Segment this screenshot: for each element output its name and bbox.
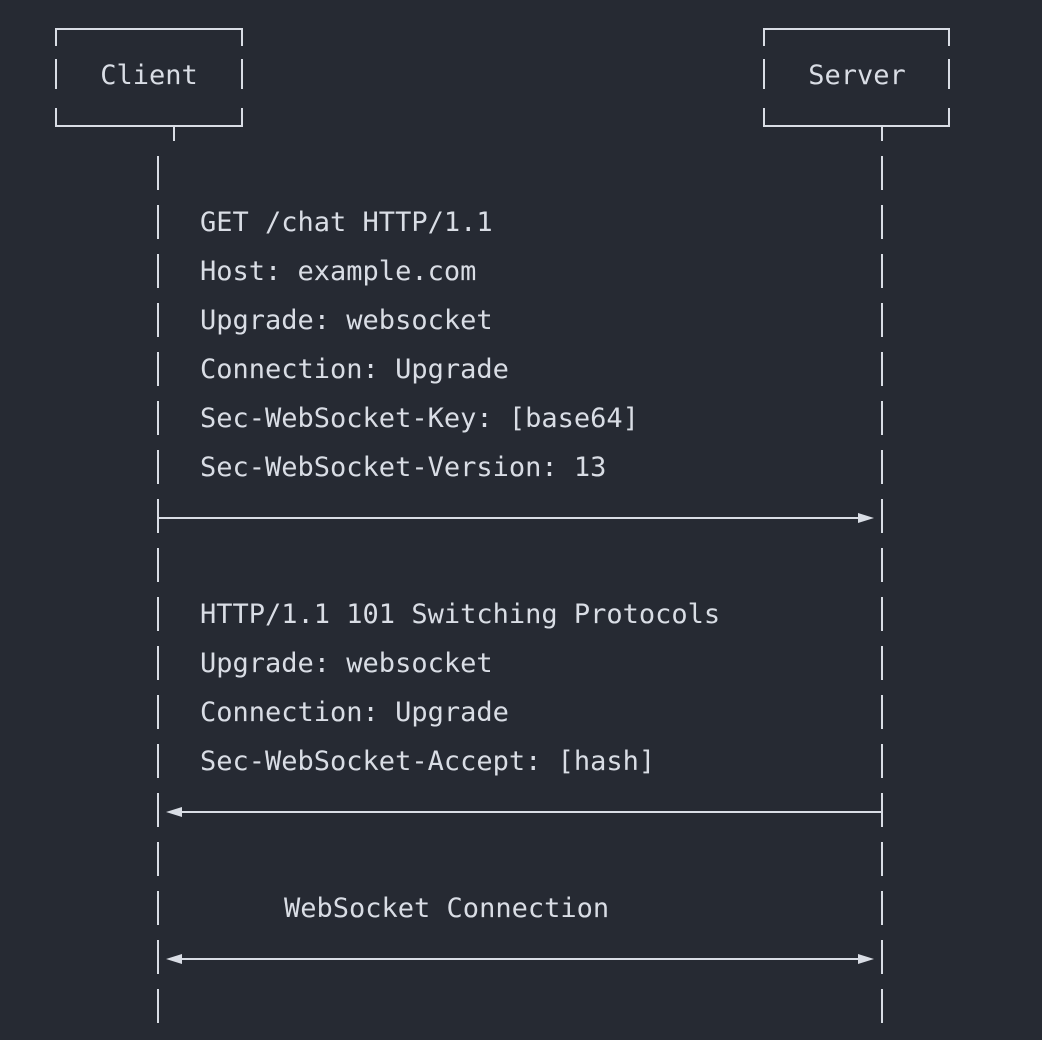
response-line: Connection: Upgrade: [200, 697, 509, 728]
connection-arrow: [166, 954, 874, 964]
response-line: HTTP/1.1 101 Switching Protocols: [200, 599, 720, 630]
client-label: Client: [100, 60, 198, 91]
client-box: [55, 28, 243, 141]
request-line: Host: example.com: [200, 256, 476, 287]
response-line: Sec-WebSocket-Accept: [hash]: [200, 746, 655, 777]
connection-label: WebSocket Connection: [284, 893, 609, 924]
request-line: Sec-WebSocket-Version: 13: [200, 452, 606, 483]
request-line: Connection: Upgrade: [200, 354, 509, 385]
server-box: [763, 28, 950, 141]
request-line: Upgrade: websocket: [200, 305, 493, 336]
request-line: Sec-WebSocket-Key: [base64]: [200, 403, 639, 434]
response-line: Upgrade: websocket: [200, 648, 493, 679]
response-arrow: [166, 807, 882, 817]
request-arrow: [158, 513, 874, 523]
request-line: GET /chat HTTP/1.1: [200, 207, 493, 238]
server-label: Server: [808, 60, 906, 91]
